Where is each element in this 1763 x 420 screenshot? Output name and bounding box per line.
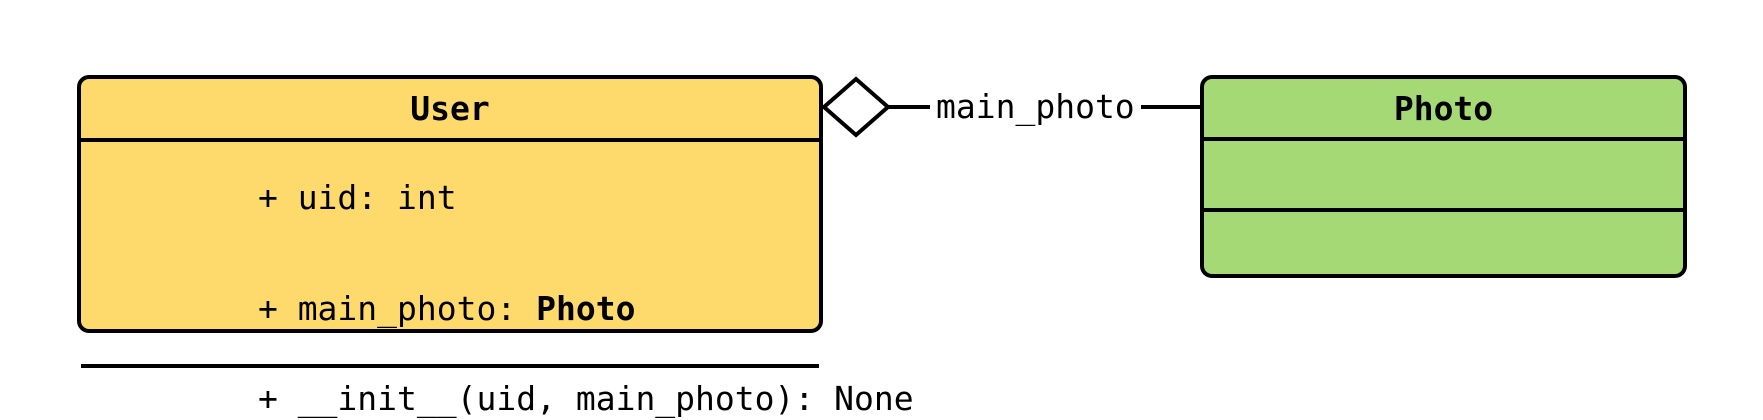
class-box-user: User + uid: int + main_photo: Photo + __… [77,75,914,417]
class-title-photo: Photo [1204,79,1683,137]
relationship-label-text: main_photo [936,86,1135,126]
attribute-text: + main_photo: [257,289,537,328]
method-line: + __init__(uid, main_photo): None [99,343,914,420]
class-methods-photo [1204,208,1683,274]
class-box-photo: Photo [1200,75,1687,278]
class-name-photo: Photo [1393,88,1494,128]
attribute-line: + uid: int [99,142,819,253]
attribute-text: + uid: int [257,178,457,217]
class-name-user: User [410,89,490,128]
class-attributes-user: + uid: int + main_photo: Photo [81,138,819,364]
class-title-user: User [81,79,819,138]
attribute-line: + main_photo: Photo [99,253,819,364]
method-text: + __init__(uid, main_photo): None [257,378,914,418]
class-methods-user: + __init__(uid, main_photo): None [81,364,914,420]
relationship-label: main_photo [930,84,1141,128]
aggregation-diamond-icon [820,76,892,138]
attribute-type-ref: Photo [536,289,636,328]
class-attributes-photo [1204,137,1683,208]
